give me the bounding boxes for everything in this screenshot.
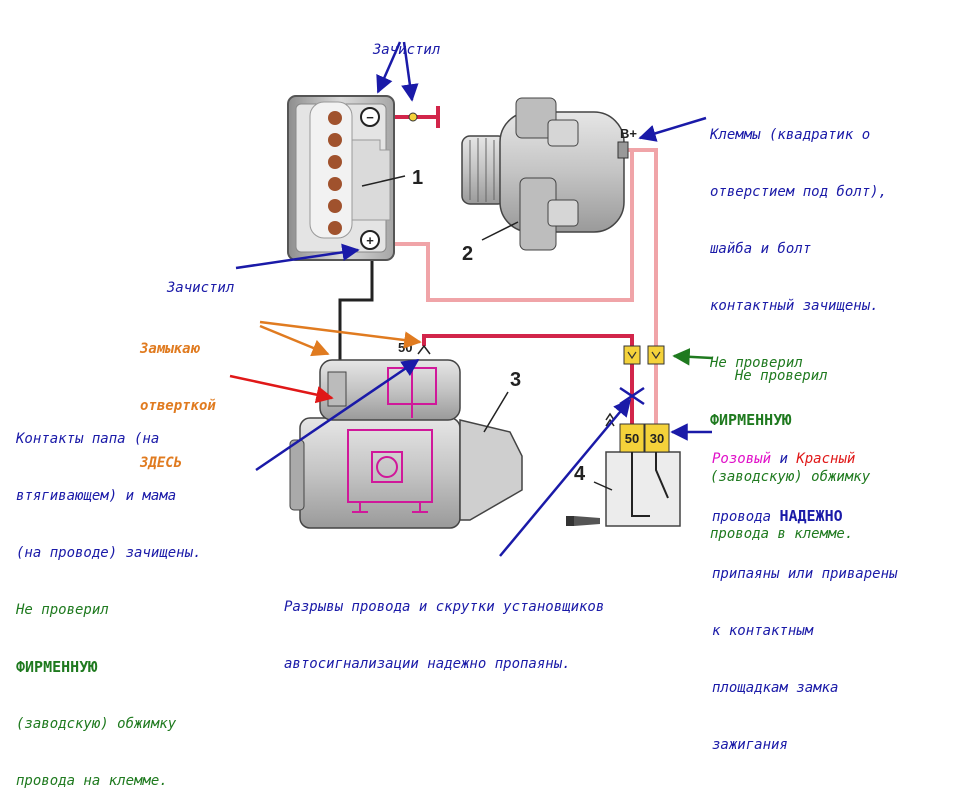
breaks-line-1: Разрывы провода и скрутки установщиков xyxy=(284,599,605,615)
wire-battery-to-starter xyxy=(338,252,374,378)
battery-number: 1 xyxy=(412,167,423,189)
minus-sign: − xyxy=(366,110,374,125)
generator: 2 B+ xyxy=(461,97,637,265)
key-icon xyxy=(566,516,600,526)
gen-note-line-1: Клеммы (квадратик о xyxy=(710,127,871,143)
gen-note-line-3: шайба и болт xyxy=(710,241,812,257)
note-battery-plus-text: Зачистил xyxy=(166,280,235,296)
gen-note-not-checked: Не проверил xyxy=(710,355,803,371)
note-top-cleaned-text: Зачистил xyxy=(372,42,441,58)
note-not-checked-connectors: Не проверил xyxy=(718,348,828,386)
note-top-cleaned: Зачистил xyxy=(356,22,440,60)
wires-note-line-6: зажигания xyxy=(712,737,788,753)
wire-starter50-to-switch50 xyxy=(422,334,634,430)
annotation-arrows xyxy=(229,41,713,557)
battery-plus-terminal xyxy=(360,230,380,250)
wiring-diagram: − + 1 2 B+ xyxy=(229,41,713,557)
wire-pink-label: Розовый xyxy=(712,451,772,467)
switch-terminal-30 xyxy=(644,423,670,453)
wires-note-line-4: к контактным xyxy=(712,623,814,639)
note-wires-soldered: Розовый и Красный провода НАДЕЖНО припая… xyxy=(712,412,897,774)
wire-generator-to-switch-30 xyxy=(630,148,658,430)
wires-note-line-1: Розовый и Красный xyxy=(712,450,897,469)
gen-note-branded: ФИРМЕННУЮ xyxy=(710,411,792,429)
wire-line-text: провода xyxy=(712,509,780,525)
breaks-line-2: автосигнализации надежно пропаяны. xyxy=(284,656,571,672)
wire-red-label: Красный xyxy=(796,451,856,467)
terminal-b-plus: B+ xyxy=(620,126,637,141)
switch-label-30: 30 xyxy=(650,431,664,446)
ignition-switch: 50 30 4 xyxy=(566,345,681,527)
starter-note-line-3: (на проводе) зачищены. xyxy=(16,545,202,561)
wire-and: и xyxy=(771,451,797,467)
wires-note-line-5: площадкам замка xyxy=(712,680,839,696)
starter-number: 3 xyxy=(510,369,521,391)
note-battery-plus-cleaned: Зачистил xyxy=(150,260,234,298)
starter-terminal-50: 50 xyxy=(398,340,412,355)
wires-note-line-2: провода НАДЕЖНО xyxy=(712,507,897,527)
starter-note-line-2: втягивающем) и мама xyxy=(16,488,177,504)
battery: − + 1 xyxy=(287,95,423,261)
short-here-line-3: ЗДЕСЬ xyxy=(140,455,183,471)
note-starter-contacts: Контакты папа (на втягивающем) и мама (н… xyxy=(16,392,201,810)
switch-number: 4 xyxy=(574,463,586,485)
wire-reliably: НАДЕЖНО xyxy=(779,507,843,525)
switch-label-50: 50 xyxy=(625,431,639,446)
starter-note-crimp-2: провода на клемме. xyxy=(16,773,168,789)
plus-sign: + xyxy=(366,233,374,248)
note-breaks-soldered: Разрывы провода и скрутки установщиков а… xyxy=(284,560,604,693)
not-checked-text: Не проверил xyxy=(734,368,828,384)
switch-terminal-50 xyxy=(619,423,645,453)
connector-30 xyxy=(647,345,665,365)
starter-note-not-checked: Не проверил xyxy=(16,602,109,618)
note-short-here: Замыкаю отверткой ЗДЕСЬ xyxy=(140,302,216,492)
gen-note-line-4: контактный зачищены. xyxy=(710,298,879,314)
starter-note-crimp-1: (заводскую) обжимку xyxy=(16,716,177,732)
battery-cells xyxy=(328,111,342,235)
starter: 3 50 xyxy=(289,340,523,529)
starter-note-line-1: Контакты папа (на xyxy=(16,431,160,447)
starter-note-branded: ФИРМЕННУЮ xyxy=(16,658,98,676)
generator-number: 2 xyxy=(462,243,473,265)
gen-note-line-2: отверстием под болт), xyxy=(710,184,888,200)
battery-minus-terminal xyxy=(360,107,380,127)
gen-note-crimp-2: провода в клемме. xyxy=(710,526,854,542)
connector-50 xyxy=(623,345,641,365)
short-here-line-1: Замыкаю xyxy=(140,341,200,357)
short-here-line-2: отверткой xyxy=(140,398,216,414)
wires-note-line-3: припаяны или приварены xyxy=(712,566,898,582)
note-generator-terminals: Клеммы (квадратик о отверстием под болт)… xyxy=(710,88,887,563)
gen-note-crimp-1: (заводскую) обжимку xyxy=(710,469,871,485)
